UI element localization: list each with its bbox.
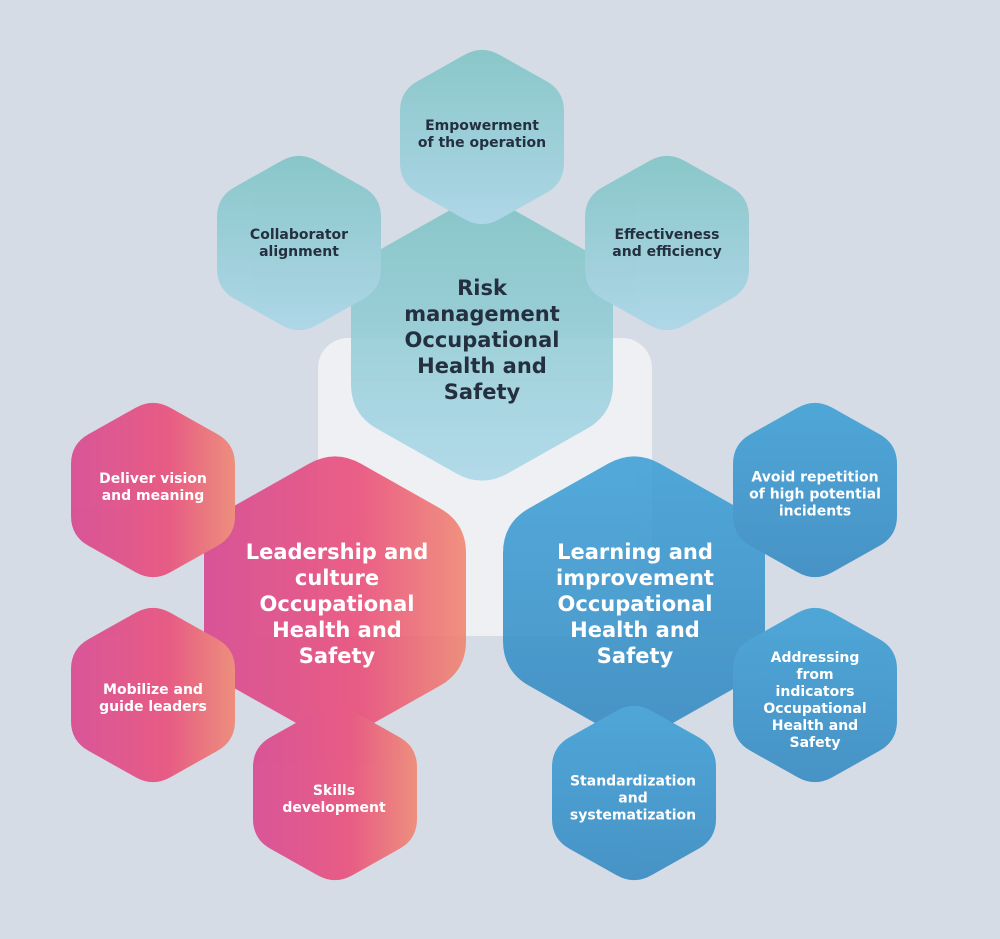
leadership-item-mobilize: Mobilize and guide leaders	[99, 682, 207, 715]
learning-item-addressing: Addressing from indicators Occupational …	[763, 650, 867, 751]
collaborator-alignment-hexagon	[217, 155, 381, 331]
learning-item-standardization: Standardization and systematization	[569, 773, 697, 824]
leadership-item-vision: Deliver vision and meaning	[99, 471, 207, 504]
skills-development-hexagon	[253, 705, 417, 881]
learning-main-hexagon	[503, 456, 765, 738]
effectiveness-hexagon	[585, 155, 749, 331]
risk-item-empowerment: Empowerment of the operation	[417, 118, 547, 151]
standardization-hexagon	[552, 705, 716, 881]
deliver-vision-hexagon	[71, 402, 235, 578]
leadership-main-hexagon	[204, 456, 466, 738]
avoid-repetition-hexagon	[733, 402, 897, 578]
learning-title: Learning and improvement Occupational He…	[556, 540, 714, 668]
risk-main-hexagon	[351, 199, 613, 481]
learning-item-avoid: Avoid repetition of high potential incid…	[749, 469, 881, 520]
mobilize-leaders-hexagon	[71, 607, 235, 783]
empowerment-hexagon	[400, 49, 564, 225]
risk-item-collaborator: Collaborator alignment	[249, 227, 349, 260]
risk-title: Risk management Occupational Health and …	[404, 276, 560, 404]
leadership-item-skills: Skills development	[282, 783, 386, 816]
leadership-title: Leadership and culture Occupational Heal…	[245, 540, 429, 668]
addressing-indicators-hexagon	[733, 607, 897, 783]
risk-item-effectiveness: Effectiveness and efficiency	[612, 227, 722, 260]
